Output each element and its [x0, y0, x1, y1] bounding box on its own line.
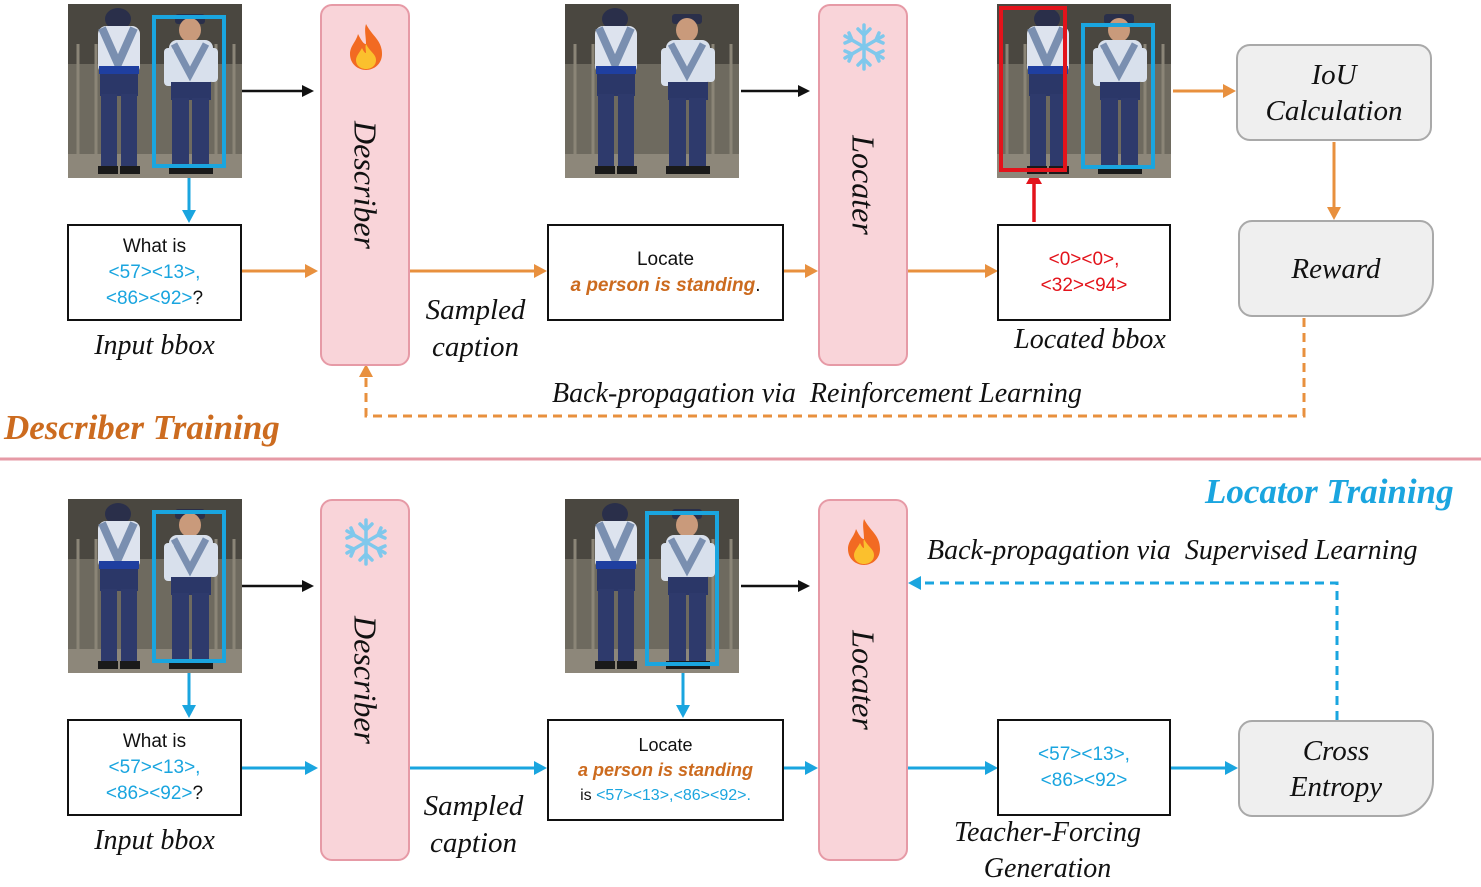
cross-entropy-line: Entropy — [1289, 770, 1383, 803]
input-image-top — [68, 4, 242, 178]
describer-training-heading: Describer Training — [4, 408, 280, 447]
caption-bbox-text: <57><13>,<86><92>. — [596, 786, 751, 804]
located-bbox-overlay — [999, 6, 1067, 172]
caption-label-line: caption — [432, 331, 519, 363]
sampled-label-line: Sampled — [425, 294, 526, 326]
query-bbox-line: <86><92> — [105, 782, 193, 804]
caption-box-bottom: Locate a person is standing is <57><13>,… — [547, 719, 784, 821]
plain-image-top — [565, 4, 739, 178]
arrow-rl-backprop — [364, 318, 1306, 418]
query-bbox-line: <57><13>, — [108, 756, 201, 778]
generation-line: Generation — [983, 853, 1112, 884]
iou-label-line: Calculation — [1265, 94, 1403, 127]
iou-label-line: IoU — [1311, 58, 1357, 91]
reward-label: Reward — [1291, 252, 1381, 285]
query-question-mark: ? — [192, 287, 204, 309]
input-image-bottom — [68, 499, 242, 673]
input-bbox-overlay — [152, 15, 226, 168]
target-bbox-box: <57><13>, <86><92> — [997, 719, 1171, 816]
describer-model-bottom: Describer — [320, 499, 410, 861]
flame-icon — [844, 517, 884, 567]
caption-phrase: a person is standing — [570, 274, 756, 296]
locater-label: Locater — [845, 135, 882, 235]
iou-calculation-box: IoU Calculation — [1236, 44, 1432, 141]
rl-backprop-label: Back-propagation via Reinforcement Learn… — [552, 378, 1082, 409]
input-bbox-overlay — [152, 510, 226, 663]
cross-entropy-line: Cross — [1302, 734, 1370, 767]
snowflake-icon — [839, 22, 889, 72]
snowflake-icon — [341, 517, 391, 567]
teacher-forcing-line: Teacher-Forcing — [953, 817, 1142, 848]
caption-box-top: Locate a person is standing. — [547, 224, 784, 321]
describer-label: Describer — [347, 121, 384, 249]
located-bbox-line: <0><0>, — [1048, 248, 1120, 270]
caption-locate-word: Locate — [638, 734, 693, 755]
caption-label-line: caption — [430, 827, 517, 859]
locater-model-bottom: Locater — [818, 499, 908, 861]
sampled-caption-label-top: Sampled caption — [413, 292, 538, 366]
caption-period: . — [755, 274, 761, 296]
caption-is-word: is — [580, 786, 597, 804]
query-text-line: What is — [122, 730, 187, 752]
query-bbox-line: <86><92> — [105, 287, 193, 309]
located-bbox-label: Located bbox — [1014, 324, 1166, 355]
bbox-image-bottom — [565, 499, 739, 673]
arrow-sl-backprop — [920, 581, 1339, 720]
locater-label: Locater — [845, 630, 882, 730]
query-box-top: What is <57><13>, <86><92>? — [67, 224, 242, 321]
reward-box: Reward — [1238, 220, 1434, 317]
query-question-mark: ? — [192, 782, 204, 804]
query-box-bottom: What is <57><13>, <86><92>? — [67, 719, 242, 816]
located-image — [997, 4, 1171, 178]
sampled-caption-label-bottom: Sampled caption — [411, 788, 536, 862]
describer-label: Describer — [347, 616, 384, 744]
target-bbox-line: <57><13>, — [1038, 743, 1130, 765]
located-bbox-box: <0><0>, <32><94> — [997, 224, 1171, 321]
target-bbox-line: <86><92> — [1040, 769, 1128, 791]
teacher-forcing-label: Teacher-Forcing Generation — [935, 815, 1160, 887]
flame-icon — [346, 22, 386, 72]
locater-model-top: Locater — [818, 4, 908, 366]
cross-entropy-box: Cross Entropy — [1238, 720, 1434, 817]
located-bbox-line: <32><94> — [1040, 274, 1128, 296]
ground-truth-bbox-overlay — [1081, 23, 1155, 169]
caption-bbox-overlay — [645, 511, 719, 666]
caption-phrase: a person is standing — [577, 759, 754, 780]
input-bbox-label-bottom: Input bbox — [94, 825, 215, 856]
describer-model-top: Describer — [320, 4, 410, 366]
caption-locate-word: Locate — [636, 248, 695, 270]
sl-backprop-label: Back-propagation via Supervised Learning — [927, 535, 1418, 566]
locator-training-heading: Locator Training — [1205, 472, 1454, 511]
query-text-line: What is — [122, 235, 187, 257]
query-bbox-line: <57><13>, — [108, 261, 201, 283]
input-bbox-label-top: Input bbox — [94, 330, 215, 361]
sampled-label-line: Sampled — [423, 790, 524, 822]
